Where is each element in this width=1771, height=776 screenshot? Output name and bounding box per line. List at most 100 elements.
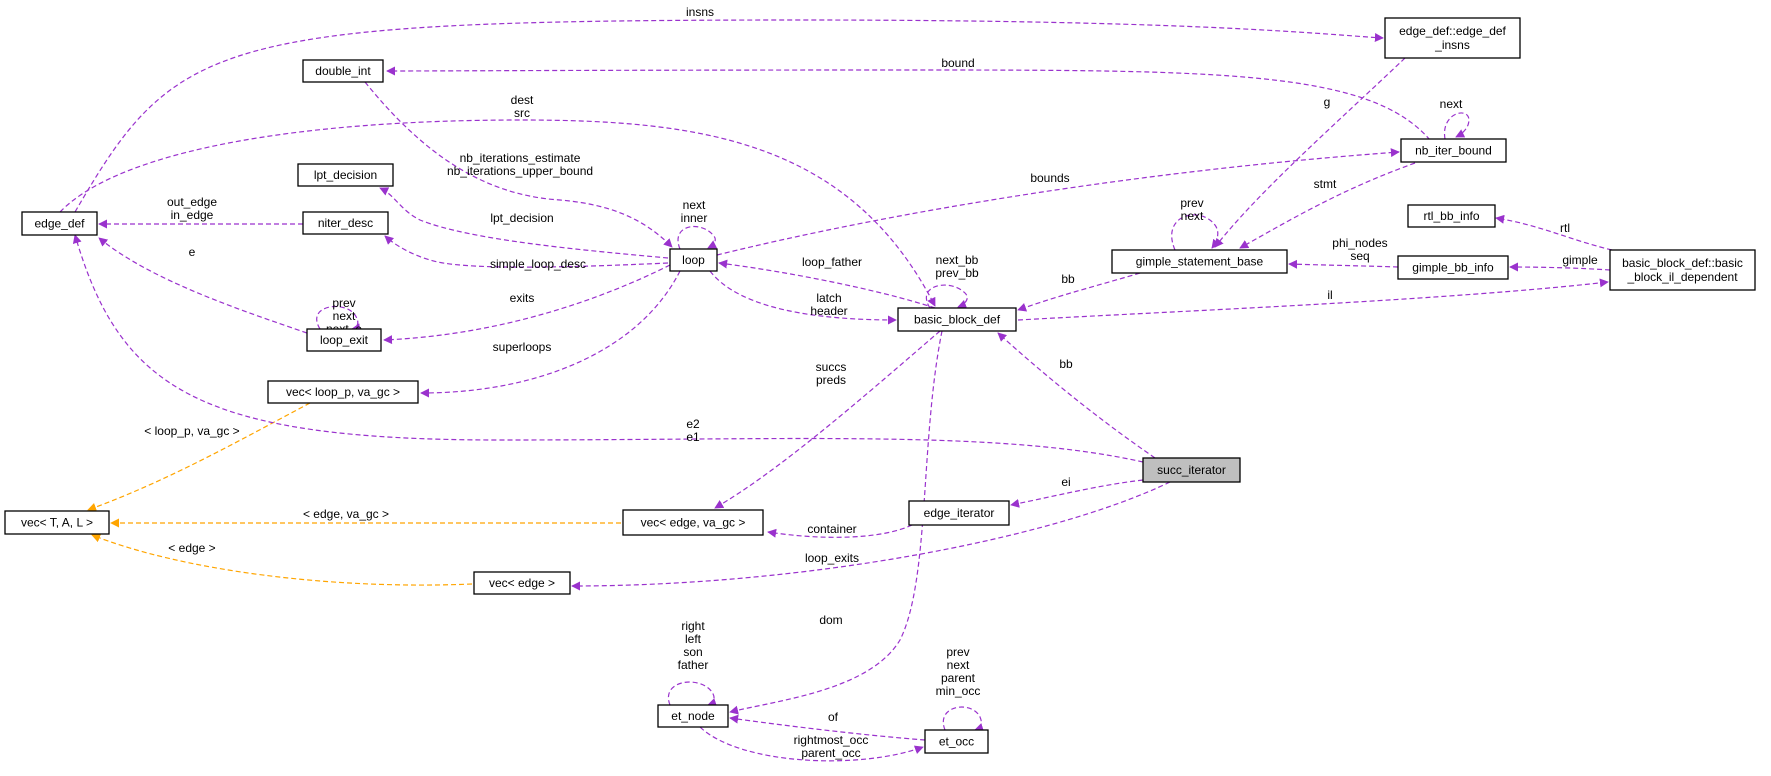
edge-label: bb <box>1061 272 1075 286</box>
node-box <box>1400 138 1507 163</box>
node-label: rtl_bb_info <box>1423 209 1479 223</box>
edge-label: gimple <box>1562 253 1598 267</box>
edge-label: min_occ <box>936 684 981 698</box>
node-label: edge_iterator <box>924 506 995 520</box>
node-edge-iterator[interactable]: edge_iterator <box>908 500 1010 526</box>
edge-label: next <box>683 198 706 212</box>
node-gimple-bb-info[interactable]: gimple_bb_info <box>1397 255 1509 280</box>
node-label: vec< loop_p, va_gc > <box>286 385 400 399</box>
edge-label: nb_iterations_estimate <box>460 151 581 165</box>
edge-label: left <box>685 632 702 646</box>
edge-nb-iterations: nb_iterations_estimatenb_iterations_uppe… <box>364 81 673 248</box>
edge-line <box>925 284 968 309</box>
edge-label: phi_nodes <box>1332 236 1387 250</box>
node-succ-iterator[interactable]: succ_iterator <box>1142 457 1241 483</box>
node-label: et_node <box>671 709 715 723</box>
node-box <box>1609 249 1756 291</box>
node-box <box>267 380 419 404</box>
node-box <box>473 571 571 595</box>
edge-line <box>74 19 1384 213</box>
edge-dom: dom <box>729 330 943 715</box>
edge-label: parent_occ <box>801 746 860 760</box>
node-niter-desc[interactable]: niter_desc <box>302 211 389 235</box>
node-box <box>21 211 98 236</box>
edge-label: dom <box>819 613 842 627</box>
edge-line <box>316 305 361 333</box>
edge-nb-next: next <box>1440 97 1470 140</box>
edge-loop-p-tmpl: < loop_p, va_gc > <box>87 402 311 512</box>
edge-line <box>718 259 936 309</box>
edge-label: succs <box>816 360 847 374</box>
node-nb-iter-bound[interactable]: nb_iter_bound <box>1400 138 1507 163</box>
edge-bound: bound <box>386 56 1431 141</box>
edge-label: insns <box>686 5 714 19</box>
edge-line <box>767 524 913 538</box>
node-loop[interactable]: loop <box>669 248 718 272</box>
node-label: basic_block_def <box>914 313 1001 327</box>
edge-label: rtl <box>1560 221 1570 235</box>
node-label: _block_il_dependent <box>1626 270 1738 284</box>
node-loop-exit[interactable]: loop_exit <box>306 328 382 352</box>
node-et-occ[interactable]: et_occ <box>924 729 989 754</box>
node-edge-def[interactable]: edge_def <box>21 211 98 236</box>
node-double-int[interactable]: double_int <box>302 59 384 83</box>
node-box <box>924 729 989 754</box>
edge-line <box>729 330 943 715</box>
edge-line <box>1017 278 1609 321</box>
node-basic-block-il-dependent[interactable]: basic_block_def::basic_block_il_dependen… <box>1609 249 1756 291</box>
node-label: succ_iterator <box>1157 463 1226 477</box>
edge-line <box>571 481 1171 591</box>
node-vec-edge[interactable]: vec< edge > <box>473 571 571 595</box>
edge-label: bounds <box>1030 171 1069 185</box>
edge-label: parent <box>941 671 976 685</box>
edge-line <box>1214 57 1406 248</box>
node-vec-tal[interactable]: vec< T, A, L > <box>4 510 110 535</box>
edge-label: in_edge <box>171 208 214 222</box>
edge-label: prev <box>946 645 969 659</box>
node-label: edge_def <box>34 217 85 231</box>
edge-label: dest <box>511 93 534 107</box>
node-label: _insns <box>1434 38 1470 52</box>
node-label: gimple_bb_info <box>1412 261 1494 275</box>
edge-line <box>1239 162 1416 249</box>
edge-line <box>72 234 1144 463</box>
node-vec-edge-va-gc[interactable]: vec< edge, va_gc > <box>622 509 764 536</box>
node-label: basic_block_def::basic <box>1622 256 1743 270</box>
node-box <box>1142 457 1241 483</box>
node-box <box>897 307 1017 332</box>
edge-bounds: bounds <box>716 148 1400 256</box>
node-box <box>669 248 718 272</box>
edge-label: simple_loop_desc <box>490 257 586 271</box>
node-et-node[interactable]: et_node <box>657 704 729 728</box>
node-lpt-decision[interactable]: lpt_decision <box>297 163 394 187</box>
node-edge-def-insns[interactable]: edge_def::edge_def_insns <box>1384 17 1521 59</box>
edge-label: superloops <box>493 340 552 354</box>
edge-e: e <box>98 237 308 334</box>
edge-line <box>1171 214 1221 251</box>
node-box <box>4 510 110 535</box>
edge-label: container <box>807 522 856 536</box>
edge-ei: ei <box>1010 475 1144 508</box>
edge-line <box>714 330 941 509</box>
edge-line <box>1288 259 1399 269</box>
node-label: vec< edge, va_gc > <box>641 516 746 530</box>
edge-label: src <box>514 106 530 120</box>
edge-loop-father: loop_father <box>718 255 936 309</box>
edge-rtl: rtl <box>1495 214 1613 251</box>
edge-label: next <box>333 309 356 323</box>
edge-gimple: gimple <box>1509 253 1611 272</box>
node-rtl-bb-info[interactable]: rtl_bb_info <box>1407 204 1496 228</box>
node-basic-block-def[interactable]: basic_block_def <box>897 307 1017 332</box>
edge-label: e1 <box>686 430 700 444</box>
node-label: niter_desc <box>318 216 373 230</box>
node-vec-loop-p[interactable]: vec< loop_p, va_gc > <box>267 380 419 404</box>
edge-line <box>1010 479 1144 508</box>
edge-label: right <box>681 619 705 633</box>
edge-line <box>1509 262 1611 272</box>
node-gimple-statement-base[interactable]: gimple_statement_base <box>1111 249 1288 274</box>
edge-line <box>709 270 897 325</box>
